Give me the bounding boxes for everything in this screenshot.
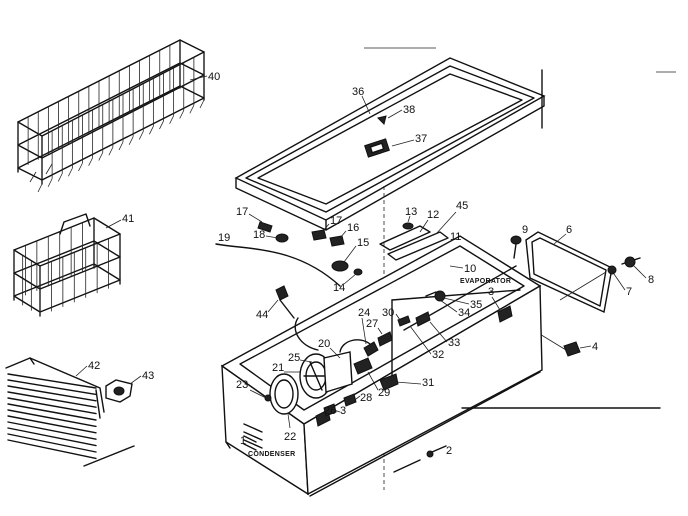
wire bbox=[108, 147, 114, 156]
callout-43: 43 bbox=[142, 370, 154, 382]
callout-10: 10 bbox=[464, 263, 476, 275]
callout-17a: 17 bbox=[236, 206, 248, 218]
wire bbox=[199, 99, 205, 109]
wire bbox=[7, 439, 97, 460]
callout-31: 31 bbox=[422, 377, 434, 389]
condenser-coil bbox=[5, 357, 135, 467]
callout-35: 35 bbox=[470, 299, 482, 311]
bracket-part bbox=[105, 379, 133, 403]
callout-13: 13 bbox=[405, 206, 417, 218]
wire bbox=[98, 152, 104, 161]
basket-bars bbox=[17, 40, 205, 193]
callout-44: 44 bbox=[256, 309, 268, 321]
callout-3b: 3 bbox=[340, 405, 346, 417]
wire bbox=[7, 427, 97, 447]
wire bbox=[7, 409, 97, 428]
callout-40: 40 bbox=[208, 71, 220, 83]
callout-38: 38 bbox=[403, 104, 415, 116]
wire bbox=[7, 421, 97, 440]
callout-42: 42 bbox=[88, 360, 100, 372]
callout-19: 19 bbox=[218, 232, 230, 244]
back-panel bbox=[519, 231, 641, 357]
wire bbox=[68, 168, 73, 177]
callout-29: 29 bbox=[378, 387, 390, 399]
condenser-label: CONDENSER bbox=[248, 451, 295, 458]
callout-27: 27 bbox=[366, 318, 378, 330]
wire bbox=[7, 397, 97, 415]
callout-2: 2 bbox=[446, 445, 452, 457]
callout-37: 37 bbox=[415, 133, 427, 145]
callout-16: 16 bbox=[347, 222, 359, 234]
wire bbox=[138, 131, 144, 140]
compressor-fan-assembly bbox=[264, 285, 446, 417]
callout-23: 23 bbox=[236, 379, 248, 391]
callout-15: 15 bbox=[357, 237, 369, 249]
wire bbox=[149, 126, 154, 135]
callout-45: 45 bbox=[456, 200, 468, 212]
wire bbox=[7, 373, 97, 389]
wire-basket-small bbox=[13, 213, 121, 317]
coil-tubes bbox=[7, 373, 97, 460]
callout-7: 7 bbox=[626, 286, 632, 298]
callout-1: 1 bbox=[240, 435, 246, 447]
wire bbox=[179, 110, 185, 119]
callout-30: 30 bbox=[382, 307, 394, 319]
wire bbox=[88, 157, 93, 166]
callout-20: 20 bbox=[318, 338, 330, 350]
wire bbox=[7, 391, 97, 408]
wire bbox=[7, 415, 97, 434]
wire bbox=[118, 141, 124, 151]
callout-11: 11 bbox=[450, 231, 461, 243]
wire bbox=[37, 183, 43, 193]
wire bbox=[169, 115, 174, 124]
wire bbox=[7, 433, 97, 453]
callout-22: 22 bbox=[284, 431, 296, 443]
wire bbox=[7, 385, 97, 402]
wire bbox=[57, 173, 63, 182]
callout-18: 18 bbox=[253, 229, 265, 241]
wire bbox=[159, 120, 164, 130]
wire bbox=[47, 178, 53, 187]
callout-6: 6 bbox=[566, 224, 572, 236]
callout-12: 12 bbox=[427, 209, 439, 221]
callout-3a: 3 bbox=[488, 286, 494, 298]
callout-33: 33 bbox=[448, 337, 460, 349]
wire bbox=[78, 162, 83, 172]
evaporator-label: EVAPORATOR bbox=[460, 278, 511, 285]
callout-14: 14 bbox=[333, 282, 345, 294]
callout-9: 9 bbox=[522, 224, 528, 236]
callout-36: 36 bbox=[352, 86, 364, 98]
callout-28: 28 bbox=[360, 392, 372, 404]
callout-24: 24 bbox=[358, 307, 370, 319]
wire bbox=[7, 379, 97, 396]
callout-21: 21 bbox=[272, 362, 284, 374]
basket-bars bbox=[13, 218, 121, 316]
callout-8: 8 bbox=[648, 274, 654, 286]
callout-17b: 17 bbox=[330, 215, 342, 227]
freezer-lid bbox=[234, 47, 676, 231]
wire bbox=[128, 136, 134, 145]
wire bbox=[189, 105, 195, 114]
callout-numbers: 40 41 42 43 36 38 37 17 18 19 17 16 15 1… bbox=[75, 71, 654, 458]
wire-basket-long bbox=[17, 39, 205, 193]
condenser-badge bbox=[243, 435, 257, 451]
callout-32: 32 bbox=[432, 349, 444, 361]
callout-25: 25 bbox=[288, 352, 300, 364]
callout-4: 4 bbox=[592, 341, 598, 353]
callout-34: 34 bbox=[458, 307, 470, 319]
callout-26: 26 bbox=[324, 405, 336, 417]
callout-41: 41 bbox=[122, 213, 134, 225]
wire bbox=[7, 403, 97, 421]
